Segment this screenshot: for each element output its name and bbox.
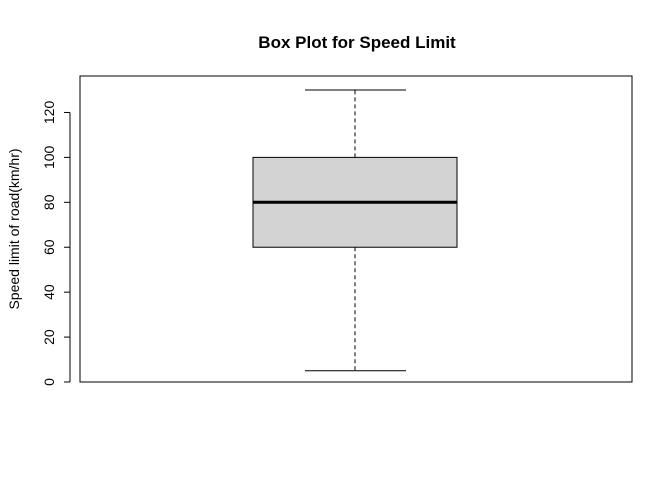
chart-title: Box Plot for Speed Limit (258, 33, 456, 52)
y-tick-label: 60 (41, 239, 57, 255)
y-tick-label: 20 (41, 329, 57, 345)
y-tick-label: 100 (41, 145, 57, 169)
y-tick-label: 40 (41, 284, 57, 300)
y-tick-label: 120 (41, 101, 57, 125)
y-tick-label: 0 (41, 378, 57, 386)
y-tick-label: 80 (41, 194, 57, 210)
y-axis-label: Speed limit of road(km/hr) (6, 148, 22, 309)
box-plot (252, 89, 458, 372)
y-axis-ticks: 0 20 40 60 80 100 120 (41, 101, 70, 386)
plot-frame (79, 75, 633, 383)
